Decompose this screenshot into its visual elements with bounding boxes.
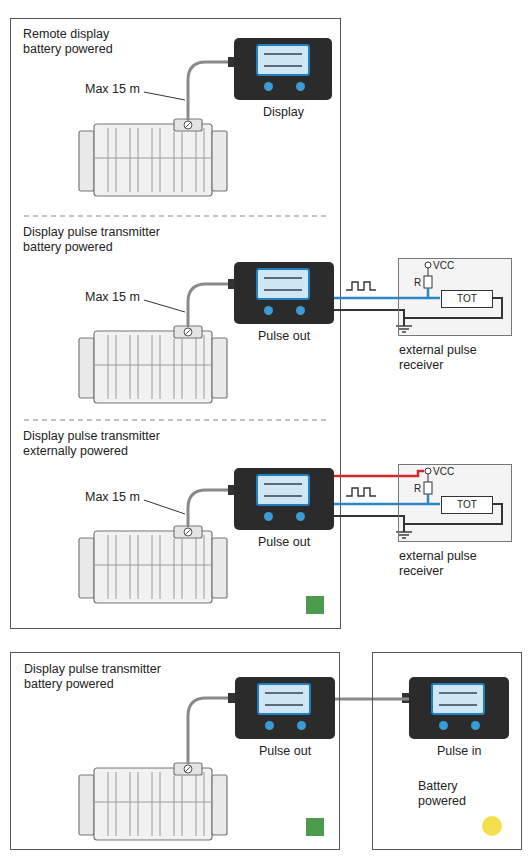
length-label: Max 15 m [84, 290, 141, 305]
lcd-screen [257, 683, 311, 715]
resistor-label: R [414, 483, 421, 495]
button-dot [264, 512, 273, 521]
button-dot [296, 306, 305, 315]
unit-label: Pulse out [258, 329, 310, 344]
lcd-digits [264, 277, 302, 291]
supply-label: VCC [433, 260, 454, 272]
button-dot [471, 721, 480, 730]
button-dot [296, 82, 305, 91]
totalizer-label: TOT [457, 293, 477, 305]
lcd-screen [256, 44, 310, 76]
pulse-receiver-box: VCCRexternal pulse receiverTOT [398, 464, 512, 542]
display-unit: Display [234, 38, 332, 100]
lcd-screen [256, 474, 310, 506]
button-dot [265, 721, 274, 730]
section-band: Display pulse transmitter battery powere… [10, 216, 340, 420]
section-band: Remote display battery poweredDisplay [10, 18, 340, 216]
totalizer-box: TOT [441, 496, 493, 514]
panel-box: Battery powered Pulse in [372, 652, 522, 850]
button-dot [264, 82, 273, 91]
supply-label: VCC [433, 466, 454, 478]
lcd-digits [264, 483, 302, 497]
unit-label: Display [263, 105, 304, 120]
section-heading: Remote display battery powered [23, 27, 143, 57]
button-dot [264, 306, 273, 315]
unit-label: Pulse in [437, 744, 481, 759]
resistor-label: R [414, 277, 421, 289]
lcd-screen [256, 268, 310, 300]
lcd-digits [439, 692, 477, 706]
panel-note: Battery powered [418, 779, 488, 809]
receiver-caption: external pulse receiver [399, 343, 499, 373]
unit-label: Pulse out [258, 535, 310, 550]
button-dot [439, 721, 448, 730]
panel-box: Display pulse transmitter battery powere… [10, 652, 340, 850]
display-unit: Pulse out [235, 677, 335, 739]
unit-label: Pulse out [259, 744, 311, 759]
length-label: Max 15 m [84, 490, 141, 505]
button-dot [297, 721, 306, 730]
pulse-receiver-box: VCCRexternal pulse receiverTOT [398, 258, 512, 336]
receiver-caption: external pulse receiver [399, 549, 499, 579]
section-heading: Display pulse transmitter externally pow… [23, 429, 183, 459]
section-band: Display pulse transmitter externally pow… [10, 420, 340, 628]
display-unit: Pulse in [409, 677, 509, 739]
lcd-screen [431, 683, 485, 715]
button-dot [296, 512, 305, 521]
display-unit: Pulse out [234, 262, 334, 324]
section-heading: Display pulse transmitter battery powere… [23, 225, 183, 255]
signal-wire [334, 503, 398, 506]
lcd-digits [264, 53, 302, 67]
totalizer-box: TOT [441, 290, 493, 308]
lcd-digits [265, 692, 303, 706]
totalizer-label: TOT [457, 499, 477, 511]
display-unit: Pulse out [234, 468, 334, 530]
signal-wire [334, 297, 398, 300]
section-heading: Display pulse transmitter battery powere… [24, 662, 184, 692]
length-label: Max 15 m [84, 82, 141, 97]
